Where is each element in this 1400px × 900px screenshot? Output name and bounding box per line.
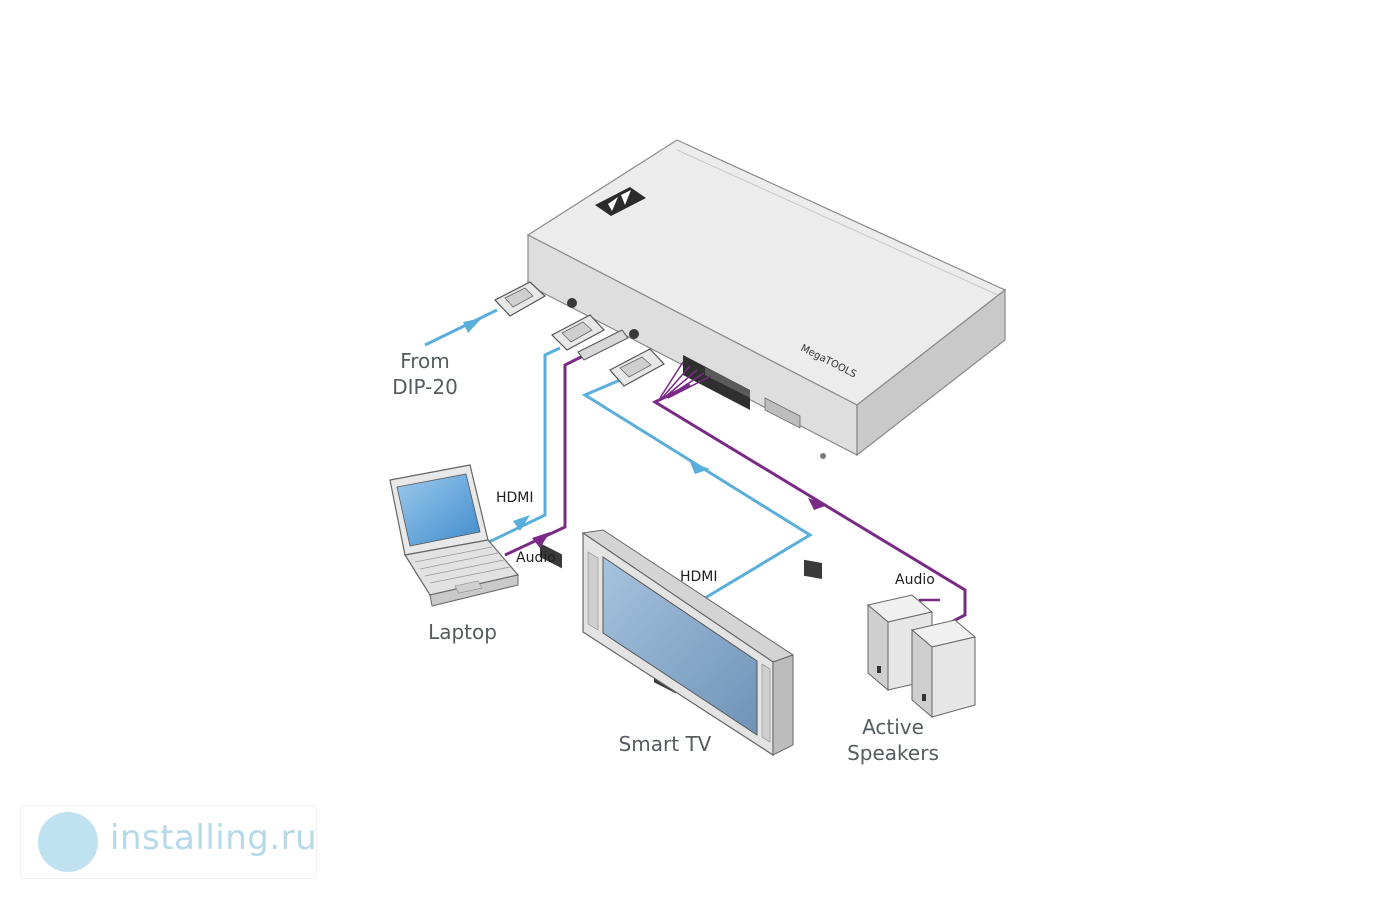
watermark-logo-icon [38, 812, 98, 872]
laptop-label: Laptop [428, 620, 497, 644]
hdmi-plug-out [609, 348, 665, 387]
terminal-block [683, 355, 750, 410]
hdmi-tv-label: HDMI [680, 569, 718, 585]
arrow-icon [532, 532, 550, 548]
smart-tv-label: Smart TV [618, 732, 712, 756]
arrow-icon [513, 515, 530, 531]
laptop-icon [389, 464, 520, 607]
laptop-hdmi-cable [486, 346, 561, 545]
power-connector [804, 559, 822, 579]
watermark-text: installing.ru [110, 818, 318, 858]
dip-switches [764, 397, 801, 429]
terminal-wires [659, 361, 712, 399]
arrow-icon [808, 498, 828, 510]
smart-tv-icon [581, 529, 795, 757]
speakers-icon [866, 594, 977, 719]
audio-plug-in2 [577, 329, 629, 361]
speaker-right [910, 619, 977, 719]
switcher-device: MegaTOOLS [526, 139, 1007, 694]
audio-port-in2 [629, 329, 639, 339]
from-device-text: DIP-20 [392, 375, 458, 399]
hdmi-port-in1 [540, 543, 562, 569]
hdmi-plug-in1 [494, 281, 547, 317]
from-text: From [400, 349, 450, 373]
hdmi-laptop-label: HDMI [496, 490, 534, 506]
brand-logo-icon [595, 187, 646, 216]
from-dip-cable [424, 308, 498, 347]
audio-speakers-label: Audio [895, 572, 935, 588]
speakers-label: Active Speakers [838, 714, 948, 766]
active-text: Active [862, 715, 924, 739]
from-label: From DIP-20 [385, 348, 465, 400]
hdmi-plug-in2 [550, 314, 605, 351]
arrow-icon [690, 462, 710, 474]
audio-port-in1 [567, 298, 577, 308]
speakers-text: Speakers [847, 741, 939, 765]
audio-laptop-label: Audio [516, 550, 556, 566]
